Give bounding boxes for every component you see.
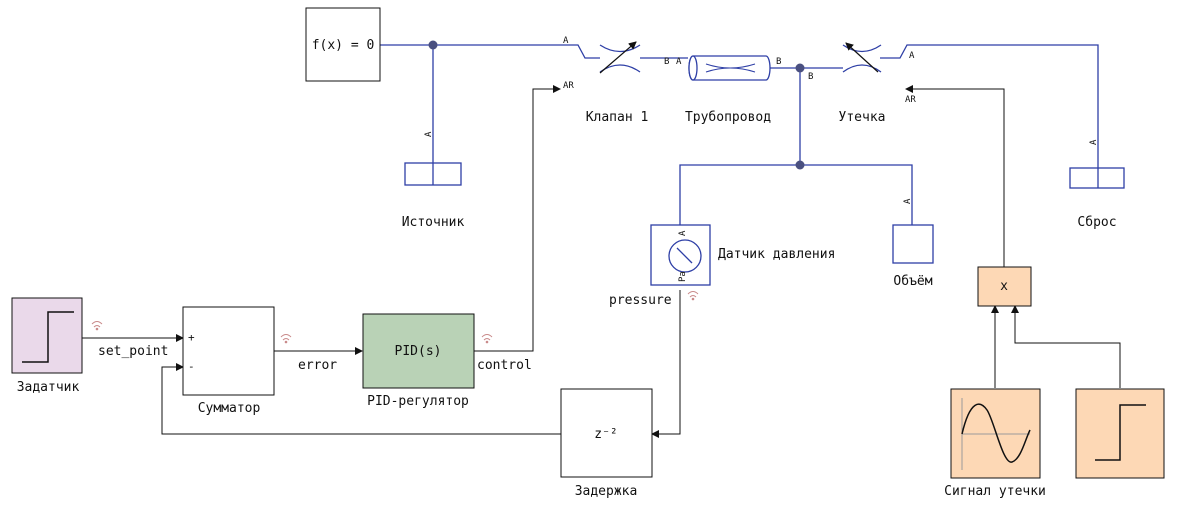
leak-label: Утечка bbox=[839, 110, 886, 125]
mult-block[interactable]: x bbox=[977, 266, 1032, 307]
port-b: B bbox=[808, 72, 813, 82]
line-feedback bbox=[161, 363, 561, 435]
sensor-label: Датчик давления bbox=[718, 247, 835, 262]
pipe-label: Трубопровод bbox=[685, 110, 771, 125]
signal-log-icon[interactable] bbox=[481, 334, 493, 344]
signal-connections bbox=[82, 85, 1121, 438]
reset-block[interactable]: A Сброс bbox=[1069, 139, 1125, 230]
pid-label: PID-регулятор bbox=[367, 394, 469, 409]
signal-label: control bbox=[477, 358, 532, 373]
port-ar: AR bbox=[563, 81, 574, 91]
port-b: B bbox=[776, 57, 781, 67]
valve-label: Клапан 1 bbox=[586, 110, 649, 125]
junction-node bbox=[795, 160, 805, 170]
mult-label: x bbox=[1000, 279, 1008, 294]
signal-log-icon[interactable] bbox=[687, 291, 699, 301]
pid-block[interactable]: PID(s) PID-регулятор bbox=[362, 313, 475, 409]
volume-label: Объём bbox=[893, 274, 932, 289]
line-sensor-volume bbox=[679, 164, 913, 225]
delay-inner-label: z⁻² bbox=[594, 427, 617, 442]
port-pa: Pa bbox=[678, 271, 688, 282]
line-step-mult bbox=[1011, 305, 1121, 388]
port-a: A bbox=[676, 57, 682, 67]
port-a: A bbox=[678, 230, 688, 236]
port-a: A bbox=[903, 198, 913, 204]
signal-log-icon[interactable] bbox=[280, 334, 292, 344]
signal-log-icon[interactable] bbox=[91, 321, 103, 331]
step-block[interactable] bbox=[1075, 388, 1165, 479]
signal-label: pressure bbox=[609, 293, 672, 308]
line-mult-leak bbox=[905, 85, 1005, 267]
line-source-valve bbox=[380, 44, 600, 59]
delay-block[interactable]: z⁻² Задержка bbox=[560, 388, 653, 499]
summator-label: Сумматор bbox=[198, 401, 261, 416]
summator-block[interactable]: + - Сумматор bbox=[182, 306, 275, 416]
port-minus: - bbox=[188, 360, 195, 373]
pid-inner-label: PID(s) bbox=[395, 344, 442, 359]
port-ar: AR bbox=[905, 95, 916, 105]
signal-label: error bbox=[298, 358, 337, 373]
line-control bbox=[474, 85, 561, 352]
fx-block[interactable]: f(x) = 0 bbox=[305, 7, 381, 82]
source-block[interactable]: A Источник bbox=[402, 131, 465, 230]
sine-block[interactable]: Сигнал утечки bbox=[944, 388, 1046, 499]
junction-node bbox=[428, 40, 438, 50]
port-a: A bbox=[424, 131, 434, 137]
fx-label: f(x) = 0 bbox=[312, 38, 375, 53]
sensor-block[interactable]: A Pa Датчик давления bbox=[650, 224, 835, 286]
signal-label: set_point bbox=[98, 344, 168, 359]
source-label: Источник bbox=[402, 215, 465, 230]
leak-signal-label: Сигнал утечки bbox=[944, 484, 1046, 499]
volume-block[interactable]: A Объём bbox=[892, 198, 934, 289]
setter-label: Задатчик bbox=[17, 380, 80, 395]
port-a: A bbox=[1089, 139, 1099, 145]
line-pressure bbox=[651, 290, 681, 438]
valve-block[interactable]: A AR B Клапан 1 bbox=[563, 36, 669, 125]
pipe-block[interactable]: A B Трубопровод bbox=[676, 55, 781, 125]
junction-node bbox=[795, 63, 805, 73]
delay-label: Задержка bbox=[575, 484, 638, 499]
line-leak-reset bbox=[880, 44, 1099, 168]
port-a: A bbox=[563, 36, 569, 46]
setter-block[interactable]: Задатчик bbox=[11, 297, 83, 395]
leak-block[interactable]: A AR Утечка bbox=[839, 42, 917, 125]
port-a: A bbox=[909, 51, 915, 61]
port-plus: + bbox=[188, 331, 195, 344]
port-b: B bbox=[664, 57, 669, 67]
reset-label: Сброс bbox=[1077, 215, 1116, 230]
